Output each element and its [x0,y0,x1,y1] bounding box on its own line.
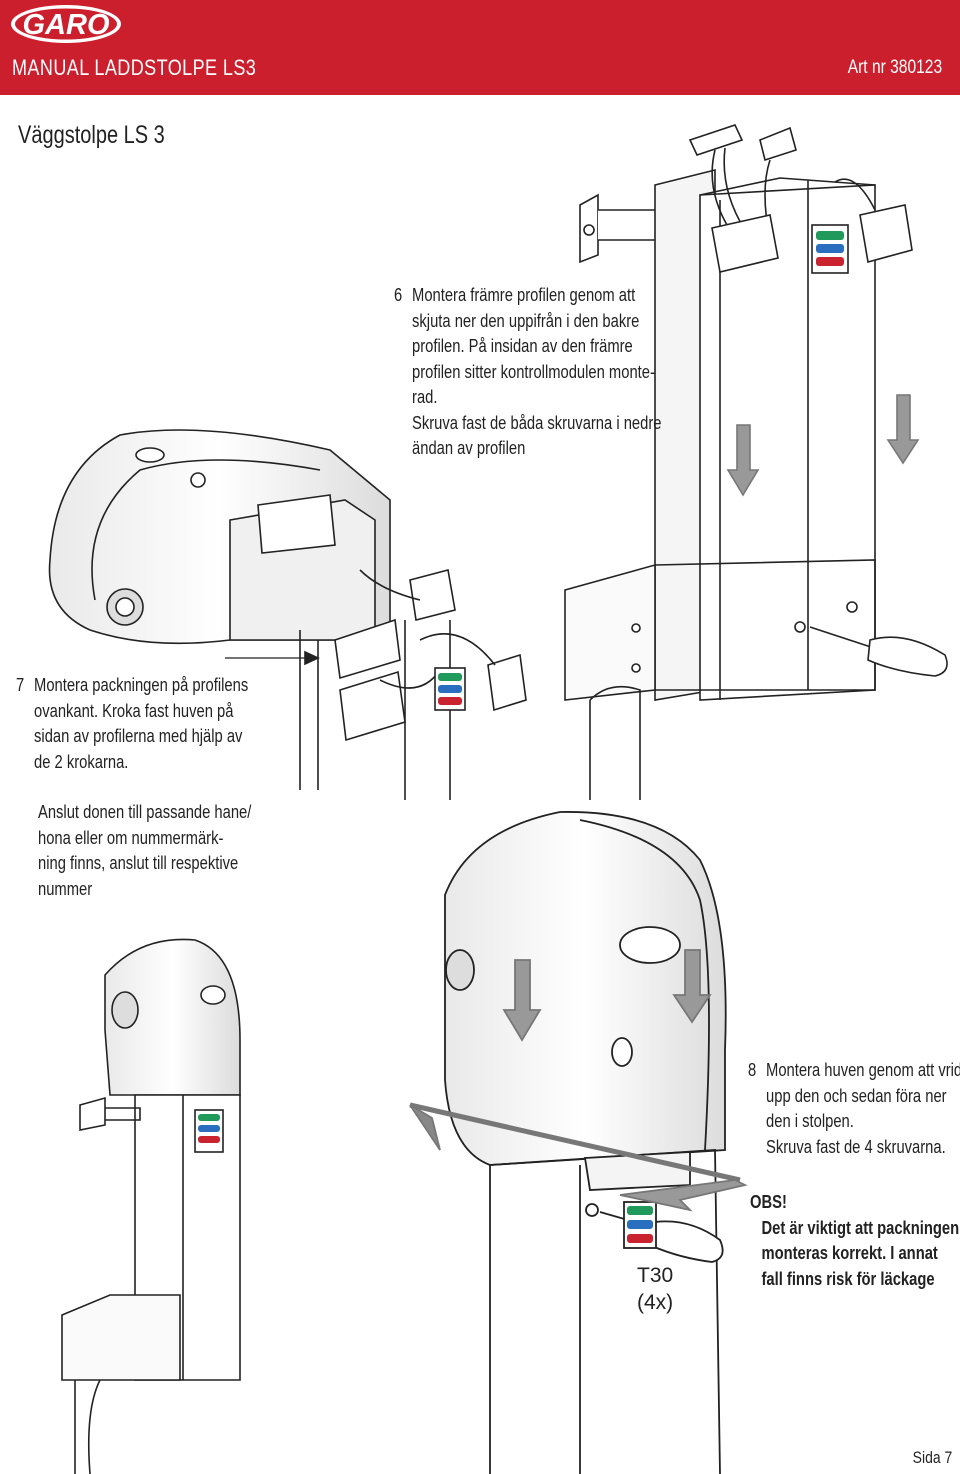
status-panel-upper [816,231,844,266]
step6-pillar-drawing [564,124,948,800]
step8-line: Montera huven genom att vrida [766,1060,960,1080]
step6-line: profilen sitter kontrollmodulen monte- [412,361,655,382]
step7-line: ovankant. Kroka fast huven på [34,700,234,721]
step8-line: upp den och sedan föra ner [766,1085,947,1106]
step6-number: 6 [394,285,403,305]
step6-line: Montera främre profilen genom att [412,285,636,305]
connect-note-line: hona eller om nummermärk- [38,827,224,848]
logo-text: GARO [23,9,110,41]
obs-label: OBS! [750,1192,787,1212]
connect-note-line: ning finns, anslut till respektive [38,853,239,873]
obs-line: monteras korrekt. I annat [761,1243,938,1263]
obs-line: Det är viktigt att packningen [761,1217,960,1238]
status-panel-completed [198,1114,220,1143]
obs-warning: OBS! Det är viktigt att packningen monte… [750,1190,959,1292]
garo-logo: GARO [11,5,121,43]
screw-count: (4x) [637,1291,674,1314]
step6-line: profilen. På insidan av den främre [412,336,633,356]
step8-hood-drawing [409,811,748,1474]
page-number: Sida 7 [912,1448,952,1467]
manual-title: MANUAL LADDSTOLPE LS3 [12,55,257,80]
connect-note-line: nummer [38,878,93,899]
step7-line: de 2 krokarna. [34,751,129,772]
step7-number: 7 [16,675,25,695]
step6-line: ändan av profilen [412,438,526,458]
status-panel-step7 [438,673,462,705]
step6-line: rad. [412,387,438,407]
article-number: Art nr 380123 [847,57,942,78]
step8-number: 8 [748,1060,757,1080]
obs-line: fall finns risk för läckage [761,1268,935,1289]
header-bar: GARO MANUAL LADDSTOLPE LS3 Art nr 380123 [0,0,960,95]
step7-instructions: 7 Montera packningen på profilens ovanka… [16,673,248,775]
status-panel-step8 [627,1206,653,1243]
step7-line: sidan av profilerna med hjälp av [34,726,243,746]
connect-note: Anslut donen till passande hane/ hona el… [38,800,251,902]
section-title: Väggstolpe LS 3 [18,121,165,149]
tool-spec: T30 (4x) [637,1262,673,1316]
step6-line: Skruva fast de båda skruvarna i nedre [412,412,662,433]
step8-line: den i stolpen. [766,1111,854,1131]
step8-line: Skruva fast de 4 skruvarna. [766,1136,946,1157]
step6-line: skjuta ner den uppifrån i den bakre [412,310,640,331]
step7-line: Montera packningen på profilens [34,675,249,695]
completed-pillar-drawing [61,938,241,1474]
step8-instructions: 8 Montera huven genom att vrida upp den … [748,1058,960,1160]
connect-note-line: Anslut donen till passande hane/ [38,802,252,822]
step6-instructions: 6 Montera främre profilen genom att skju… [394,283,661,462]
torx-bit-size: T30 [637,1264,674,1287]
